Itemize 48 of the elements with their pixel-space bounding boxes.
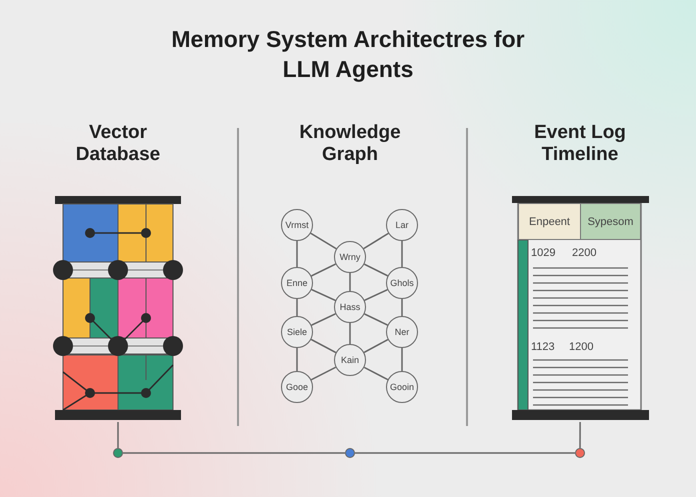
timestamp-label: 1200 bbox=[569, 341, 594, 353]
connector-line bbox=[296, 241, 298, 267]
connector-line bbox=[311, 263, 336, 277]
connector-line bbox=[364, 289, 388, 301]
connector-line bbox=[364, 338, 388, 354]
connector-line bbox=[296, 299, 298, 316]
column-heading: Vector Database bbox=[74, 122, 162, 166]
column-header: Enpeent bbox=[518, 203, 581, 240]
timestamp-label: 2200 bbox=[572, 247, 596, 259]
graph-node-circle: Gooin bbox=[386, 371, 418, 403]
connector-line bbox=[349, 273, 351, 291]
connector-line bbox=[311, 313, 336, 326]
timeline-dot bbox=[345, 448, 355, 458]
graph-node-circle: Kain bbox=[334, 344, 366, 376]
graph-node-circle: Siele bbox=[281, 316, 313, 348]
column-header: Sypesom bbox=[580, 203, 641, 240]
timestamp-label: 1123 bbox=[531, 341, 555, 353]
graph-node-circle: Ner bbox=[386, 316, 418, 348]
timeline-dot bbox=[113, 448, 123, 458]
connector-line bbox=[363, 232, 389, 250]
graph-node-circle: Enne bbox=[281, 267, 313, 299]
column-heading: Knowledge Graph bbox=[298, 122, 402, 166]
connector-line bbox=[364, 263, 388, 277]
connector-line bbox=[310, 338, 336, 354]
connector-line bbox=[401, 299, 403, 316]
connector-line bbox=[123, 452, 345, 454]
connector-line bbox=[579, 422, 581, 448]
connector-line bbox=[364, 313, 388, 326]
graph-node-circle: Hass bbox=[334, 291, 366, 323]
connector-line bbox=[310, 232, 337, 250]
connector-line bbox=[310, 366, 336, 380]
connector-line bbox=[349, 323, 351, 344]
graph-node-circle: Ghols bbox=[386, 267, 418, 299]
connector-line bbox=[296, 348, 298, 371]
timestamp-label: 1029 bbox=[531, 247, 556, 259]
graph-node-circle: Lar bbox=[386, 209, 418, 241]
connector-line bbox=[117, 422, 119, 448]
graph-node-circle: Gooe bbox=[281, 371, 313, 403]
connector-line bbox=[355, 452, 575, 454]
connector-line bbox=[364, 366, 388, 380]
graph-node-circle: Vrmst bbox=[281, 209, 313, 241]
diagram-title: Memory System Architectres for LLM Agents bbox=[170, 25, 526, 84]
connector-line bbox=[401, 241, 403, 267]
graph-node-circle: Wrny bbox=[334, 241, 366, 273]
column-heading: Event Log Timeline bbox=[533, 122, 627, 166]
connector-line bbox=[401, 348, 403, 371]
connector-line bbox=[311, 288, 336, 302]
timeline-dot bbox=[575, 448, 585, 458]
